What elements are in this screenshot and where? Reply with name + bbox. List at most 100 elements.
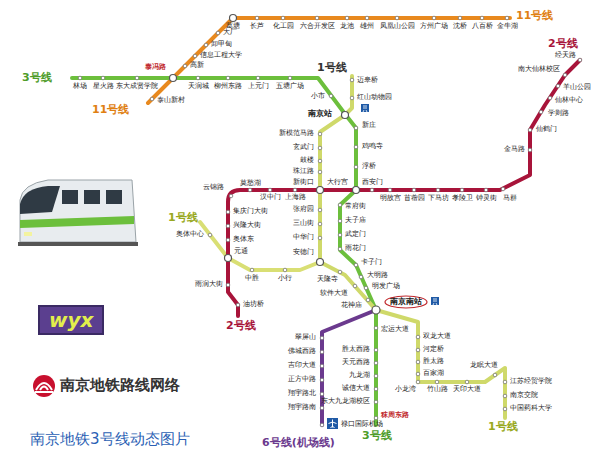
station-dot — [416, 348, 420, 352]
station-name: 林场 — [73, 83, 87, 90]
station-name: 学则路 — [548, 110, 569, 117]
station-dot — [388, 188, 392, 192]
station-dot — [350, 96, 354, 100]
interchange-dot — [372, 306, 380, 314]
station-name: 鼓楼 — [300, 157, 314, 164]
station-dot — [183, 64, 187, 68]
metro-logo — [33, 375, 55, 397]
station-name: 明发广场 — [372, 283, 400, 290]
line-6 — [322, 310, 376, 425]
station-name: 东大九龙湖校区 — [321, 398, 370, 405]
station-name: 百家湖 — [423, 370, 444, 377]
station-name: 大明路 — [367, 272, 388, 279]
station-name: 新模范马路 — [279, 130, 314, 137]
station-dot — [229, 194, 233, 198]
station-name: 奥体东 — [233, 236, 254, 243]
station-dot — [135, 76, 139, 80]
interchange-dot — [170, 75, 177, 82]
station-name: 南京南站 — [390, 298, 422, 306]
station-dot — [318, 132, 322, 136]
station-dot — [374, 400, 378, 404]
station-dot — [320, 336, 324, 340]
station-dot — [435, 380, 439, 384]
station-dot — [416, 360, 420, 364]
line-name: 1号线 — [488, 421, 518, 432]
station-name: 钟灵街 — [476, 195, 497, 202]
station-dot — [412, 188, 416, 192]
station-dot — [288, 76, 292, 80]
station-name: 武定门 — [345, 231, 366, 238]
station-name: 元通 — [234, 248, 248, 255]
interchange-dot — [230, 15, 237, 22]
station-name: 胜太西路 — [342, 346, 370, 353]
station-dot — [281, 16, 285, 20]
station-name: 南京站 — [308, 110, 332, 118]
station-dot — [315, 16, 319, 20]
line-2 — [228, 60, 580, 316]
station-name: 小行 — [278, 275, 292, 282]
station-dot — [329, 94, 333, 98]
station-name: 羊山公园 — [563, 84, 591, 91]
station-name: 沈桥 — [453, 23, 467, 30]
station-name: 泰山新村 — [157, 97, 185, 104]
station-name: 诚信大道 — [342, 385, 370, 392]
station-name: 吉印大道 — [288, 362, 316, 369]
station-dot — [480, 16, 484, 20]
station-dot — [208, 233, 212, 237]
station-name: 南京交院 — [510, 392, 538, 399]
line-name: 6号线(机场线) — [262, 437, 335, 448]
station-dot — [354, 126, 358, 130]
station-dot — [354, 263, 358, 267]
station-dot — [366, 298, 370, 302]
station-name: 花神庙 — [341, 302, 362, 309]
station-name: 安德门 — [293, 249, 314, 256]
station-name: 双龙大道 — [423, 333, 451, 340]
interchange-dot — [317, 259, 324, 266]
station-name: 兴隆大街 — [233, 222, 261, 229]
station-dot — [345, 16, 349, 20]
station-dot — [370, 188, 374, 192]
station-name: 南大仙林校区 — [518, 66, 560, 73]
station-dot — [320, 364, 324, 368]
station-name: 大行宫 — [327, 179, 348, 186]
station-dot — [374, 326, 378, 330]
line-1-west — [200, 222, 320, 270]
station-dot — [318, 208, 322, 212]
station-name: 奥体中心 — [176, 231, 204, 238]
line-1 — [320, 76, 505, 418]
station-dot — [528, 148, 532, 152]
station-name: 五塘广场 — [276, 83, 304, 90]
station-name: 经天路 — [555, 52, 576, 59]
station-name: 佛城西路 — [288, 348, 316, 355]
station-name: 西安门 — [362, 179, 383, 186]
station-dot — [436, 188, 440, 192]
line-name: 3号线 — [22, 72, 52, 83]
station-name: 雄州 — [360, 23, 374, 30]
station-dot — [226, 238, 230, 242]
station-name: 化工园 — [273, 23, 294, 30]
station-name: 上海路 — [285, 194, 306, 201]
station-dot — [374, 374, 378, 378]
station-name: 卸甲甸 — [211, 41, 232, 48]
station-name: 仙林中心 — [555, 97, 583, 104]
station-name: 九龙湖 — [349, 372, 370, 379]
station-dot — [563, 73, 567, 77]
station-name: 雨花门 — [345, 245, 366, 252]
station-name: 高新 — [190, 62, 204, 69]
station-dot — [318, 159, 322, 163]
station-dot — [338, 270, 342, 274]
station-name: 天元西路 — [342, 359, 370, 366]
station-name: 下马坊 — [428, 195, 449, 202]
station-dot — [460, 188, 464, 192]
station-dot — [503, 380, 507, 384]
station-dot — [320, 350, 324, 354]
station-dot — [268, 188, 272, 192]
logo-box: wyx — [38, 305, 104, 335]
station-dot — [365, 16, 369, 20]
interchange-dot — [353, 187, 360, 194]
map-title: 南京地铁路线网络 — [60, 378, 180, 393]
station-dot — [416, 380, 420, 384]
station-dot — [293, 188, 297, 192]
station-name: 金马路 — [504, 146, 525, 153]
station-name: 柳州东路 — [214, 83, 242, 90]
